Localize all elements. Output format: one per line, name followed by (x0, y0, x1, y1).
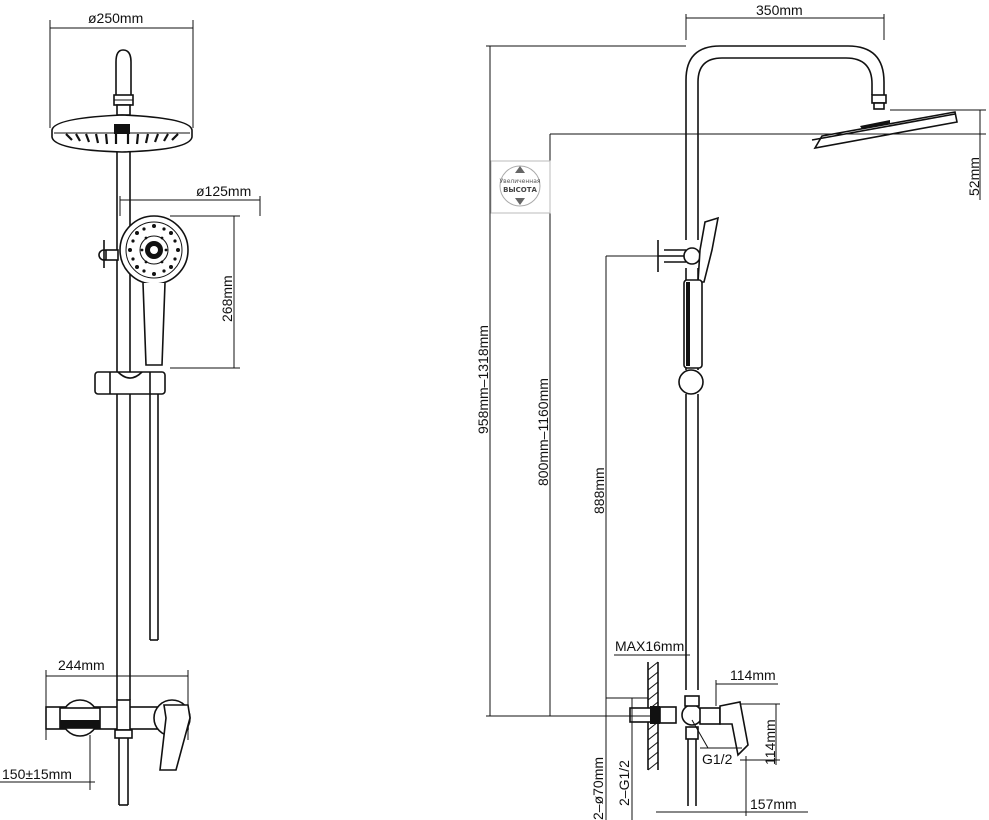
flange-dimensions: 2–ø70mm 2–G1/2 (590, 697, 648, 820)
inlet-spacing-dimension: 150±15mm (0, 735, 95, 790)
holder-height-label: 888mm (591, 467, 607, 514)
badge-main-text: ВЫСОТА (503, 186, 537, 194)
mixer-height-dimension: 114mm (740, 703, 780, 765)
thread-left-label: 2–G1/2 (616, 760, 632, 806)
thread-right-dimension: G1/2 (691, 719, 742, 767)
head-diameter-dimension: ø250mm (49, 10, 194, 128)
front-view: ø250mm (0, 10, 261, 806)
mixer-width-label: 244mm (58, 657, 105, 673)
holder-side (657, 216, 720, 283)
total-height-label: 958mm–1318mm (475, 325, 491, 434)
head-height-label: 800mm–1160mm (535, 378, 551, 486)
hand-height-label: 268mm (219, 275, 235, 322)
hand-shower-front (119, 215, 189, 366)
mixer-front: 244mm (45, 657, 191, 806)
hand-diameter-dimension: ø125mm (119, 183, 261, 216)
hand-height-dimension: 268mm (170, 215, 240, 369)
outlet-depth-dimension: 157mm (656, 756, 808, 816)
head-thickness-dimension: 52mm (550, 109, 986, 200)
mixer-depth-dimension: 114mm (715, 667, 778, 706)
shower-arm-front (113, 49, 134, 116)
rain-head-side (811, 111, 958, 150)
slider-front (94, 371, 166, 395)
wall-section: MAX16mm (614, 638, 690, 771)
holder-height-dimension: 888mm (591, 255, 658, 698)
total-height-dimension: 958mm–1318mm (475, 45, 686, 717)
arm-reach-dimension: 350mm (685, 2, 885, 40)
riser-pipe-side (685, 45, 887, 690)
inlet-spacing-label: 150±15mm (2, 766, 72, 782)
arrow-up-icon (515, 166, 525, 173)
mixer-side (629, 695, 749, 806)
head-height-dimension: 800mm–1160mm (535, 134, 551, 716)
head-diameter-label: ø250mm (88, 10, 143, 26)
flange-label: 2–ø70mm (590, 757, 606, 820)
side-view: 350mm 52mm (475, 2, 986, 820)
arm-reach-label: 350mm (756, 2, 803, 18)
arrow-down-icon (515, 198, 525, 205)
wall-max-label: MAX16mm (615, 638, 684, 654)
head-thickness-label: 52mm (966, 157, 982, 196)
rain-head-front (51, 114, 193, 153)
hose-front (149, 394, 159, 641)
mixer-height-label: 114mm (762, 719, 778, 765)
outlet-depth-label: 157mm (750, 796, 797, 812)
hand-shower-side (678, 279, 704, 395)
mixer-depth-label: 114mm (730, 667, 776, 683)
increased-height-badge: Увеличенная ВЫСОТА (490, 160, 551, 214)
badge-top-text: Увеличенная (500, 178, 541, 185)
thread-right-label: G1/2 (702, 751, 733, 767)
hand-diameter-label: ø125mm (196, 183, 251, 199)
upper-holder-front (98, 240, 119, 268)
